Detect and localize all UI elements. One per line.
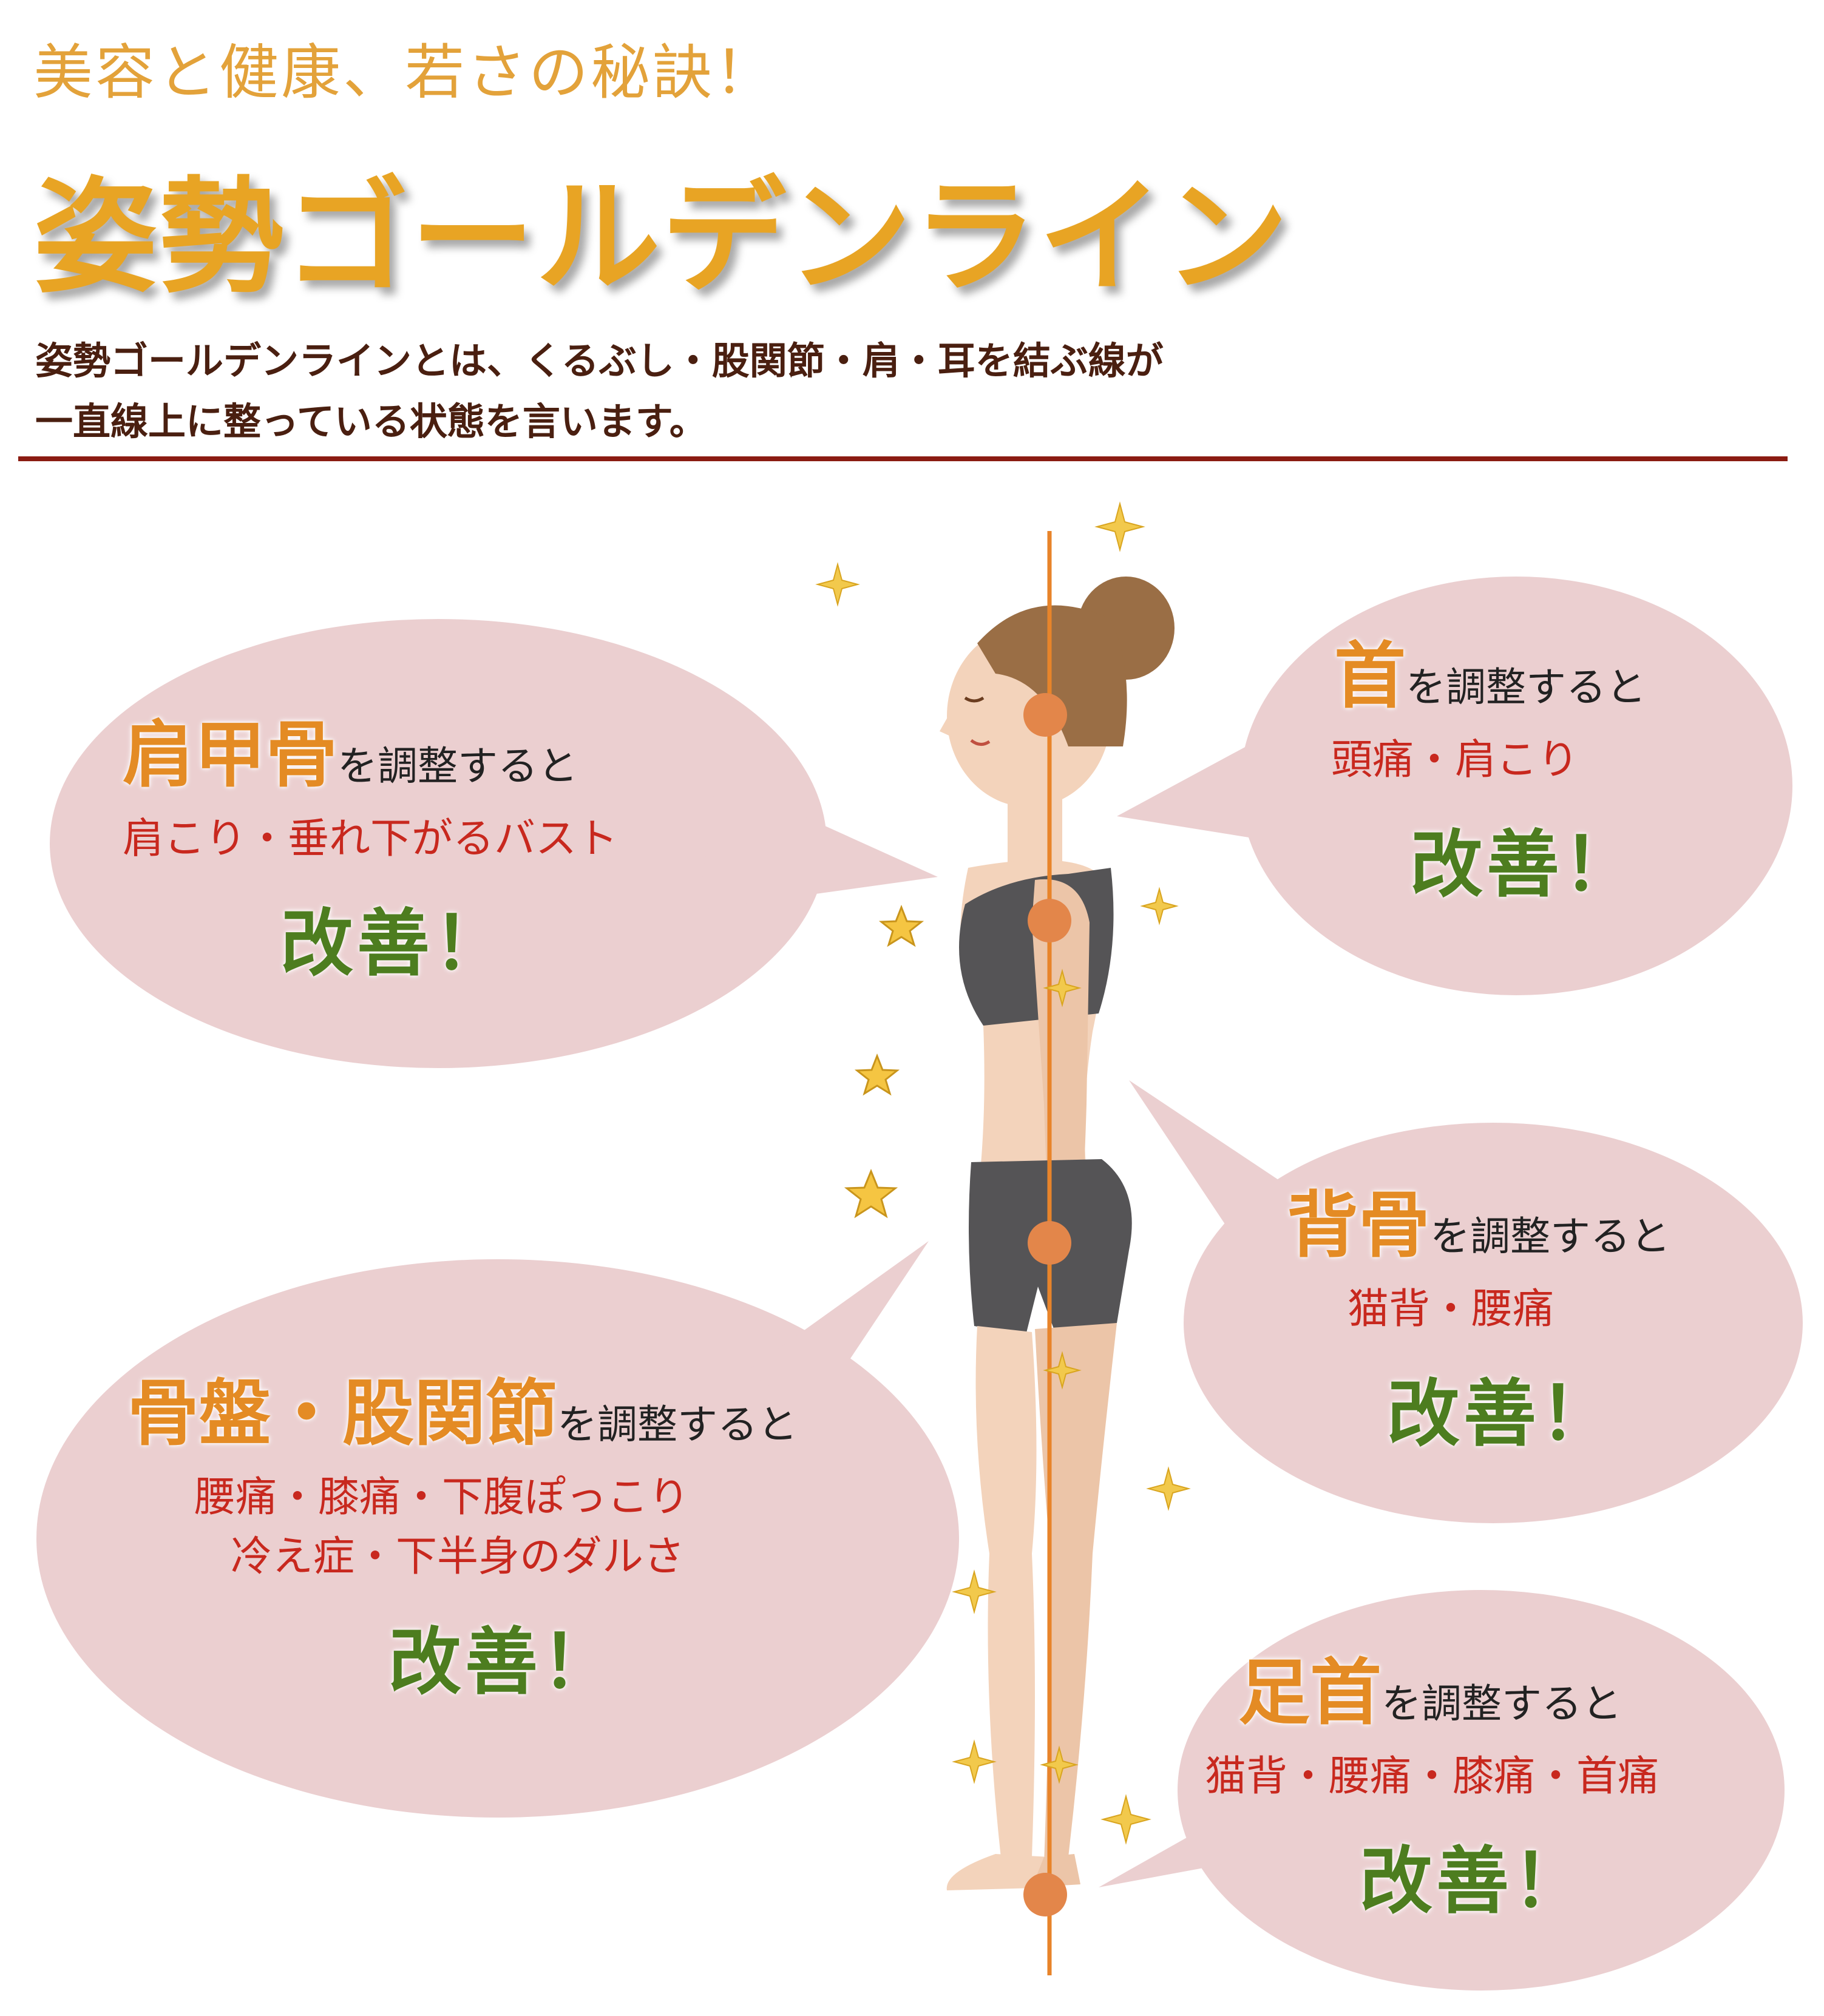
bubble-ashikubi-text: 足首を調整すると 猫背・腰痛・膝痛・首痛 改善！: [1205, 1657, 1788, 1927]
suffix-sebone: を調整すると: [1430, 1213, 1671, 1260]
bubble-sebone-text: 背骨を調整すると 猫背・腰痛 改善！: [1275, 1189, 1760, 1460]
keyword-kubi: 首: [1334, 634, 1406, 718]
suffix-kotsuban: を調整すると: [557, 1401, 798, 1448]
result-kenkoukotsu: 改善！: [280, 902, 510, 987]
bubble-ashikubi: [1099, 1590, 1785, 1991]
keyword-sebone: 背骨: [1287, 1183, 1431, 1267]
bubble-kubi: [1117, 577, 1792, 995]
divider: [18, 456, 1788, 461]
symptoms-kotsuban-1: 腰痛・膝痛・下腹ぽっこり: [194, 1473, 690, 1521]
joint-hip-dot: [1028, 1221, 1071, 1265]
sparkle-icon: [815, 501, 1191, 1845]
suffix-kenkoukotsu: を調整すると: [337, 743, 578, 790]
keyword-ashikubi: 足首: [1238, 1651, 1382, 1734]
page-title: 姿勢ゴールデンライン: [33, 166, 1290, 310]
bubble-kenkoukotsu-text: 肩甲骨を調整すると 肩こり・垂れ下がるバスト 改善！: [110, 719, 778, 990]
joint-ear-dot: [1023, 693, 1067, 737]
suffix-ashikubi: を調整すると: [1382, 1680, 1622, 1727]
result-kotsuban: 改善！: [388, 1620, 618, 1705]
bubble-kubi-text: 首を調整すると 頭痛・肩こり 改善！: [1304, 640, 1741, 911]
joint-shoulder-dot: [1028, 899, 1071, 942]
description-line-1: 姿勢ゴールデンラインとは、くるぶし・股関節・肩・耳を結ぶ線が: [35, 339, 1164, 383]
description-line-2: 一直線上に整っている状態を言います。: [35, 399, 707, 444]
symptoms-ashikubi: 猫背・腰痛・膝痛・首痛: [1205, 1753, 1660, 1801]
woman-figure: [940, 577, 1175, 1890]
symptoms-kenkoukotsu: 肩こり・垂れ下がるバスト: [123, 815, 619, 863]
symptoms-kubi: 頭痛・肩こり: [1331, 736, 1579, 784]
joint-ankle-dot: [1023, 1873, 1067, 1916]
page-subtitle: 美容と健康、若さの秘訣！: [33, 38, 777, 107]
result-kubi: 改善！: [1410, 823, 1639, 908]
result-ashikubi: 改善！: [1360, 1839, 1589, 1924]
symptoms-sebone: 猫背・腰痛: [1348, 1285, 1554, 1333]
suffix-kubi: を調整すると: [1406, 664, 1647, 711]
bubble-kotsuban-text: 骨盤・股関節を調整すると 腰痛・膝痛・下腹ぽっこり 冷え症・下半身のダルさ 改善…: [121, 1378, 910, 1708]
keyword-kenkoukotsu: 肩甲骨: [123, 713, 338, 797]
star-icon: [844, 904, 924, 1219]
bubble-kenkoukotsu: [50, 619, 938, 1068]
description: 姿勢ゴールデンラインとは、くるぶし・股関節・肩・耳を結ぶ線が 一直線上に整ってい…: [35, 331, 1164, 452]
bubble-kotsuban: [36, 1241, 959, 1818]
symptoms-kotsuban-2: 冷え症・下半身のダルさ: [231, 1533, 685, 1581]
keyword-kotsuban: 骨盤・股関節: [127, 1372, 558, 1455]
bubble-sebone: [1129, 1080, 1803, 1523]
result-sebone: 改善！: [1387, 1372, 1616, 1457]
